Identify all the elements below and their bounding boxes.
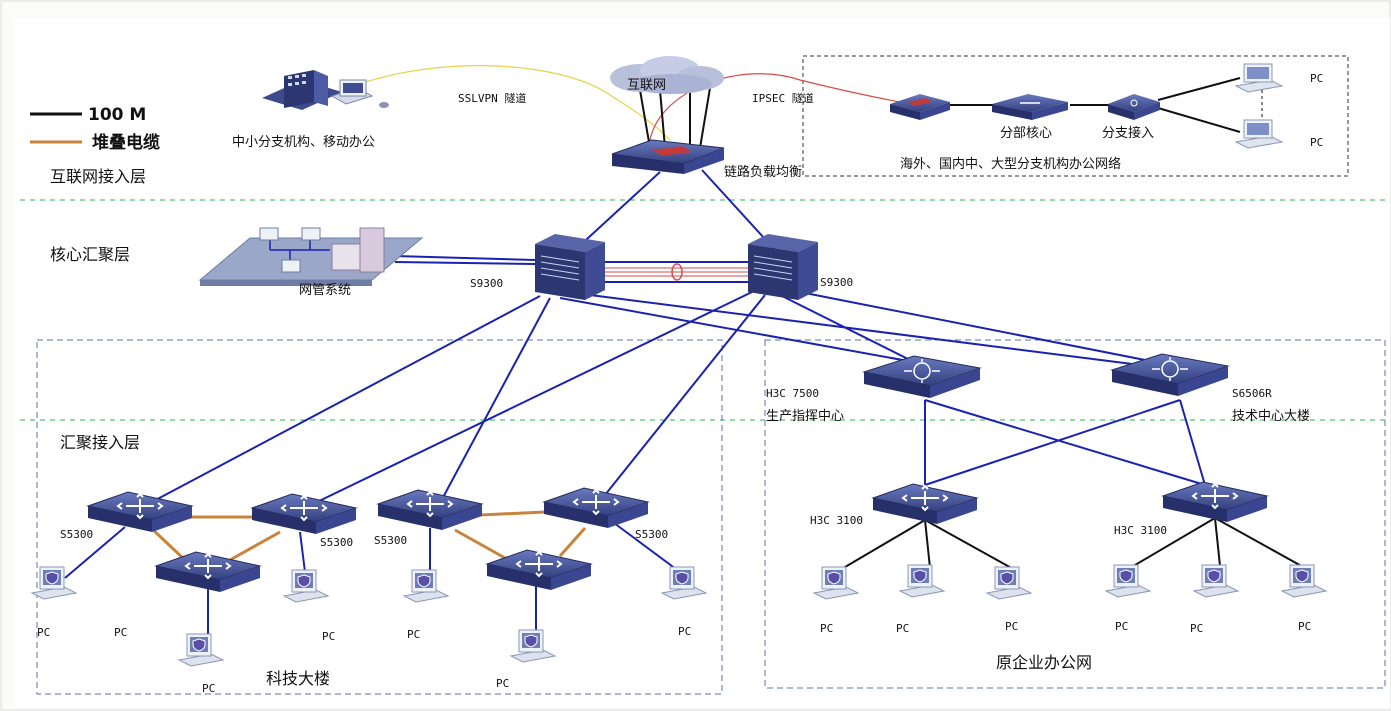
core-switch-s9300-right: [747, 233, 819, 301]
nms-label: 网管系统: [299, 283, 351, 298]
branch-access-label: 分支接入: [1102, 125, 1154, 141]
left-pc-1-label: PC: [37, 626, 50, 639]
layer-label-aggregation: 汇聚接入层: [60, 433, 140, 452]
original-office-zone-label: 原企业办公网: [996, 653, 1092, 672]
tech-building-zone: [36, 339, 723, 695]
remote-office-label: 海外、国内中、大型分支机构办公网络: [900, 156, 1121, 172]
s5300-2-label: S5300: [320, 536, 353, 549]
s5300-3-label: S5300: [374, 534, 407, 547]
right-pc-3-label: PC: [1005, 620, 1018, 633]
load-balancer-device: [611, 139, 725, 174]
tech-building-zone-label: 科技大楼: [266, 669, 330, 688]
ipsec-label: IPSEC 隧道: [752, 91, 814, 105]
left-pc-3-label: PC: [322, 630, 335, 643]
branch-building-icon: [262, 70, 389, 110]
right-pc-2-label: PC: [896, 622, 909, 635]
s5300-4-label: S5300: [635, 528, 668, 541]
right-pc-5-label: PC: [1190, 622, 1203, 635]
right-pc-4-label: PC: [1115, 620, 1128, 633]
h3c3100-right-label: H3C 3100: [1114, 524, 1167, 537]
links-layer: [64, 65, 1306, 636]
s6506r-name-label: 技术中心大楼: [1232, 409, 1310, 424]
left-pc-6-label: PC: [496, 677, 509, 690]
layer-label-core: 核心汇聚层: [50, 245, 130, 264]
left-pc-2-label: PC: [114, 626, 127, 639]
left-pc-4-label: PC: [202, 682, 215, 695]
sslvpn-tunnel-line: [319, 65, 671, 141]
left-pc-5-label: PC: [407, 628, 420, 641]
left-pc-7-label: PC: [678, 625, 691, 638]
layer-label-internet: 互联网接入层: [50, 167, 146, 186]
s6506r-model-label: S6506R: [1232, 387, 1272, 400]
remote-office-zone: [802, 55, 1349, 177]
legend-100m-label: 100 M: [88, 105, 146, 125]
core-right-label: S9300: [820, 276, 853, 289]
remote-pc-bottom-label: PC: [1310, 136, 1323, 149]
core-left-label: S9300: [470, 277, 503, 290]
ipsec-tunnel-line: [649, 73, 906, 141]
branch-core-label: 分部核心: [1000, 126, 1052, 141]
h3c3100-left-label: H3C 3100: [810, 514, 863, 527]
nms-system-icon: [198, 227, 424, 286]
ipsec-gateway-device: [890, 94, 950, 120]
right-pc-6-label: PC: [1298, 620, 1311, 633]
core-switch-s9300-left: [534, 233, 606, 301]
right-pc-1-label: PC: [820, 622, 833, 635]
remote-pc-top-label: PC: [1310, 72, 1323, 85]
internet-cloud-label: 互联网: [627, 78, 666, 93]
h3c7500-name-label: 生产指挥中心: [766, 409, 844, 424]
load-balancer-label: 链路负载均衡: [724, 164, 802, 180]
original-office-zone: [764, 339, 1386, 689]
branch-core-switch: [992, 94, 1068, 120]
s5300-1-label: S5300: [60, 528, 93, 541]
branch-mobile-label: 中小分支机构、移动办公: [232, 135, 375, 150]
internet-cloud-icon: [610, 56, 724, 94]
legend-stack-label: 堆叠电缆: [92, 132, 160, 153]
branch-access-switch: [1108, 94, 1160, 120]
h3c7500-model-label: H3C 7500: [766, 387, 819, 400]
sslvpn-label: SSLVPN 隧道: [458, 91, 526, 105]
